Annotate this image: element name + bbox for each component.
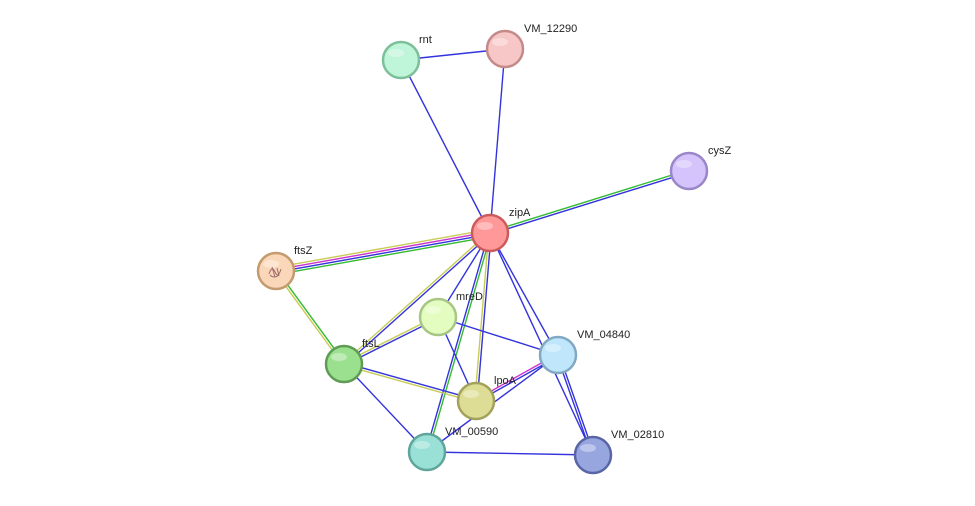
node-circle-rnt[interactable] bbox=[381, 40, 421, 80]
node-label-VM_00590: VM_00590 bbox=[445, 426, 498, 438]
edge-zipA-cysZ-blue[interactable] bbox=[490, 171, 690, 235]
node-cysZ[interactable]: cysZ bbox=[669, 145, 732, 191]
node-highlight-mreD bbox=[425, 306, 441, 314]
node-label-zipA: zipA bbox=[509, 207, 531, 219]
node-circle-VM_02810[interactable] bbox=[573, 435, 613, 475]
node-highlight-VM_04840 bbox=[545, 344, 561, 352]
node-zipA[interactable]: zipA bbox=[470, 207, 531, 253]
node-circle-VM_00590[interactable] bbox=[407, 432, 447, 472]
protein-structure-icon bbox=[268, 266, 282, 278]
node-circle-zipA[interactable] bbox=[470, 213, 510, 253]
node-label-mreD: mreD bbox=[456, 291, 483, 303]
edge-zipA-lpoA-blue[interactable] bbox=[476, 233, 492, 402]
edge-mreD-VM_04840-blue[interactable] bbox=[437, 316, 559, 356]
edge-zipA-lpoA-yellowgreen[interactable] bbox=[474, 232, 490, 401]
node-label-lpoA: lpoA bbox=[494, 375, 517, 387]
node-layer: rnt VM_12290 cysZ zipA ftsZ mreD ftsL VM_04840l… bbox=[256, 23, 732, 475]
node-VM_00590[interactable]: VM_00590 bbox=[407, 426, 498, 472]
node-highlight-cysZ bbox=[676, 160, 692, 168]
edge-ftsL-VM_00590-blue[interactable] bbox=[343, 363, 428, 453]
edge-zipA-VM_00590-green[interactable] bbox=[427, 233, 492, 453]
edge-ftsL-lpoA-yellowgreen[interactable] bbox=[343, 364, 476, 403]
edge-ftsL-lpoA-blue[interactable] bbox=[344, 362, 477, 401]
node-circle-cysZ[interactable] bbox=[669, 151, 709, 191]
node-VM_04840[interactable]: VM_04840 bbox=[538, 329, 630, 375]
node-VM_02810[interactable]: VM_02810 bbox=[573, 429, 664, 475]
node-circle-lpoA[interactable] bbox=[456, 381, 496, 421]
edge-zipA-VM_04840-blue[interactable] bbox=[489, 232, 559, 356]
node-label-VM_04840: VM_04840 bbox=[577, 329, 630, 341]
edge-zipA-ftsZ-yellowgreen[interactable] bbox=[275, 228, 490, 269]
edge-zipA-ftsZ-green[interactable] bbox=[276, 235, 491, 276]
node-circle-ftsL[interactable] bbox=[324, 344, 364, 384]
node-label-VM_02810: VM_02810 bbox=[611, 429, 664, 441]
edge-zipA-VM_00590-blue[interactable] bbox=[425, 232, 490, 452]
node-highlight-VM_12290 bbox=[492, 38, 508, 46]
edge-VM_00590-VM_02810-blue[interactable] bbox=[426, 451, 594, 456]
node-label-VM_12290: VM_12290 bbox=[524, 23, 577, 35]
node-circle-VM_04840[interactable] bbox=[538, 335, 578, 375]
edge-VM_12290-zipA-blue[interactable] bbox=[489, 48, 506, 234]
node-label-rnt: rnt bbox=[419, 34, 432, 46]
node-ftsL[interactable]: ftsL bbox=[324, 338, 380, 384]
node-rnt[interactable]: rnt bbox=[381, 34, 432, 80]
node-lpoA[interactable]: lpoA bbox=[456, 375, 517, 421]
node-label-cysZ: cysZ bbox=[708, 145, 732, 157]
node-circle-VM_12290[interactable] bbox=[485, 29, 525, 69]
node-mreD[interactable]: mreD bbox=[418, 291, 483, 337]
node-highlight-ftsL bbox=[331, 353, 347, 361]
node-highlight-rnt bbox=[388, 49, 404, 57]
node-VM_12290[interactable]: VM_12290 bbox=[485, 23, 577, 69]
node-highlight-ftsZ bbox=[263, 260, 279, 268]
edge-layer bbox=[274, 48, 690, 456]
node-ftsZ[interactable]: ftsZ bbox=[256, 245, 313, 291]
edge-zipA-ftsL-blue[interactable] bbox=[344, 233, 492, 366]
edge-zipA-ftsZ-magenta[interactable] bbox=[275, 231, 490, 271]
node-highlight-zipA bbox=[477, 222, 493, 230]
edge-zipA-ftsL-yellowgreen[interactable] bbox=[342, 231, 490, 364]
node-label-ftsL: ftsL bbox=[362, 338, 380, 350]
node-label-ftsZ: ftsZ bbox=[294, 245, 313, 257]
node-highlight-lpoA bbox=[463, 390, 479, 398]
edge-zipA-ftsZ-blue[interactable] bbox=[276, 233, 491, 273]
edge-zipA-VM_02810-blue[interactable] bbox=[489, 232, 594, 456]
node-highlight-VM_02810 bbox=[580, 444, 596, 452]
edge-zipA-cysZ-green[interactable] bbox=[489, 169, 689, 233]
node-highlight-VM_00590 bbox=[414, 441, 430, 449]
edge-rnt-zipA-blue[interactable] bbox=[400, 59, 491, 234]
node-circle-ftsZ[interactable] bbox=[256, 251, 296, 291]
node-circle-mreD[interactable] bbox=[418, 297, 458, 337]
